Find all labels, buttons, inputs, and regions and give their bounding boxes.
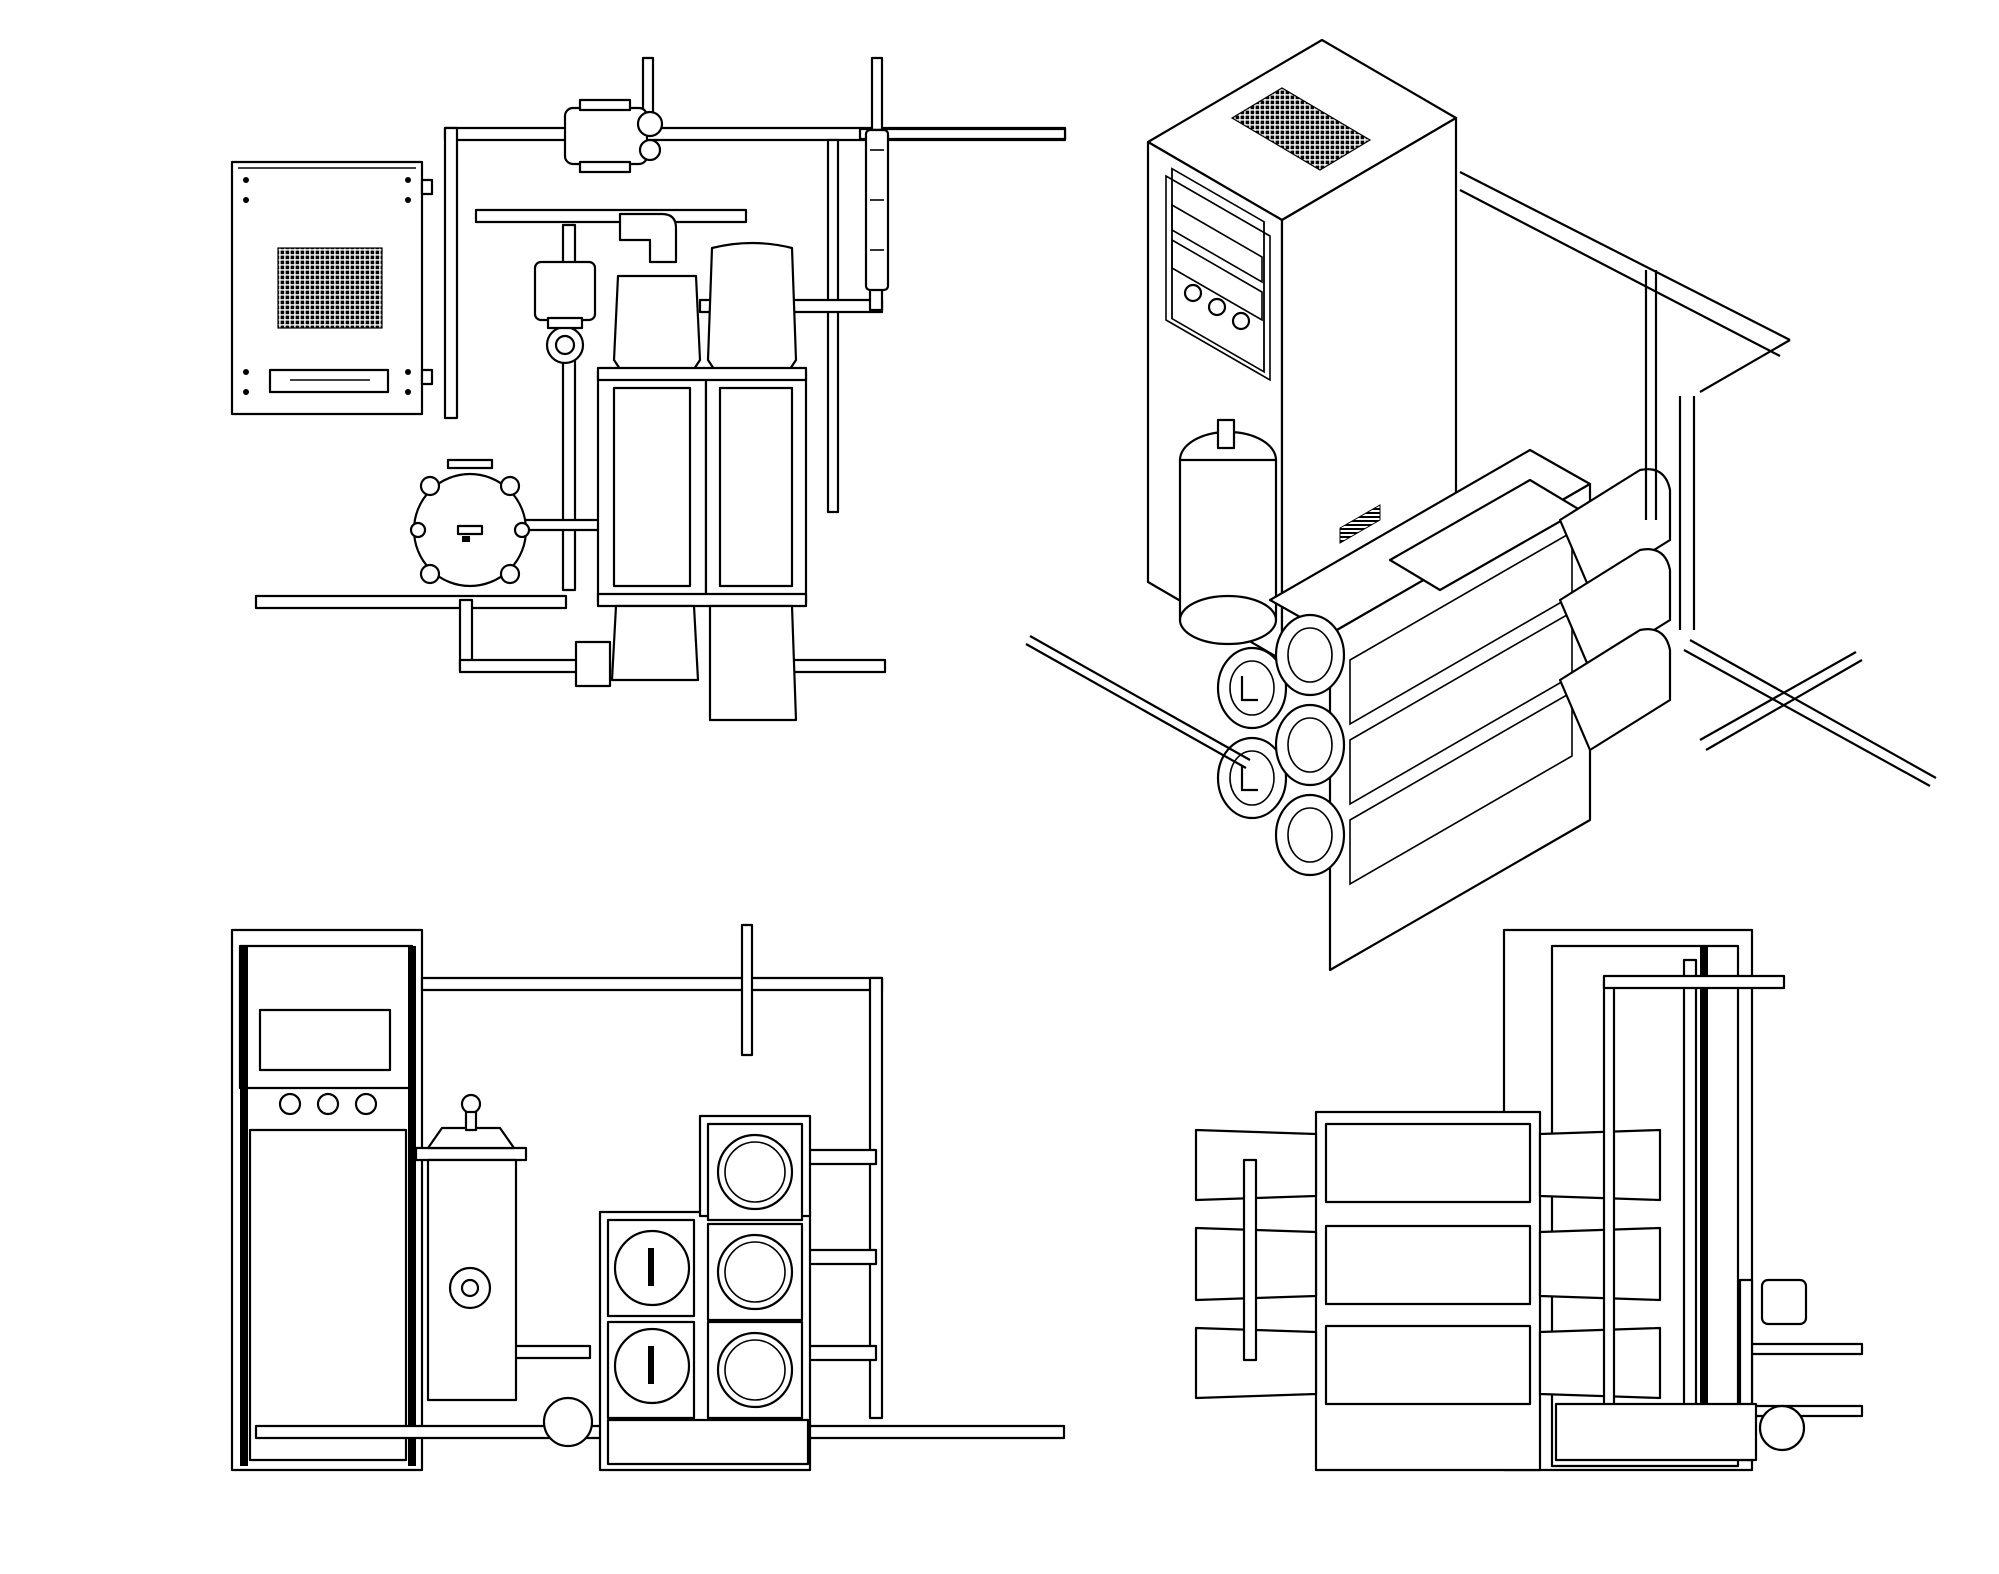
control-box-top <box>230 160 434 416</box>
prefilter-front <box>414 1093 528 1402</box>
isometric-view <box>1025 38 1937 972</box>
membrane-tubes-iso <box>1216 468 1672 877</box>
cabinet-front <box>230 928 424 1472</box>
membrane-rack-front <box>542 1114 812 1472</box>
pipes-side <box>1242 958 1864 1462</box>
front-elevation <box>230 923 1066 1472</box>
pump-top <box>563 98 664 174</box>
prefilter-top <box>409 458 531 588</box>
booster-pump <box>533 260 597 365</box>
membrane-housings-top <box>574 241 808 722</box>
side-elevation <box>1194 928 1864 1472</box>
plan-view <box>230 56 1067 722</box>
prefilter-iso <box>1178 418 1278 646</box>
pipes-iso <box>1025 171 1937 787</box>
rack-frame-iso <box>1268 448 1592 972</box>
elbow-fitting <box>618 212 678 264</box>
membrane-housings-side <box>1194 1110 1662 1472</box>
pump-side <box>1554 1278 1808 1462</box>
valve-right-top <box>864 128 890 292</box>
pipes-front <box>254 923 1066 1440</box>
